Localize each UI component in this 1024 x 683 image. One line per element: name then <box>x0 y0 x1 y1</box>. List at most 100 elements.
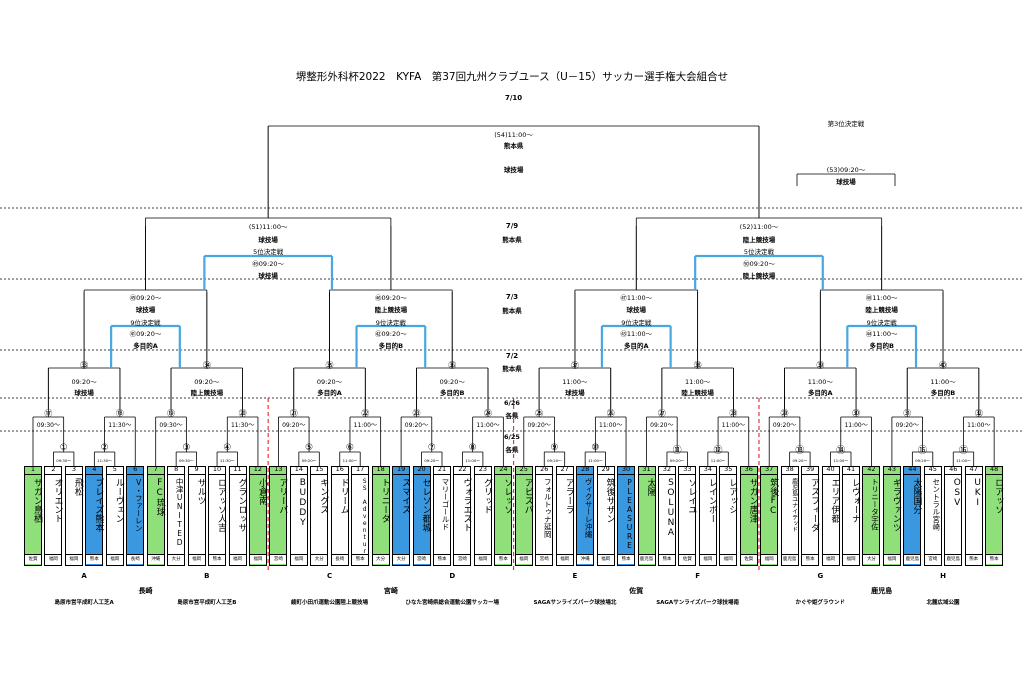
team-prefecture: 福岡 <box>597 554 614 564</box>
team-name: エリア伊都 <box>829 478 840 523</box>
match-time: ㊹11:00～ <box>865 330 898 338</box>
venue-name: SAGAサンライズパーク球技場北 <box>533 600 617 606</box>
match-venue: 多目的B <box>439 389 465 397</box>
match-number: ⑤ <box>305 443 314 453</box>
team-number: 10 <box>208 465 227 475</box>
match-venue: 陸上競技場 <box>865 306 898 314</box>
team-name: OSV <box>952 478 963 508</box>
team-name: フォルトゥナ延岡 <box>543 478 553 538</box>
team-name: 筑後サザン <box>604 478 615 523</box>
match-time: 09:30～ <box>36 422 60 429</box>
team-name: セントラル宮崎 <box>931 478 941 531</box>
match-time: 09:20～ <box>424 458 440 463</box>
team-number: 46 <box>944 465 963 475</box>
team-name: アビスパ <box>522 478 533 514</box>
team-slot: 27 アラーラ福岡 <box>555 465 574 566</box>
team-name: SS Adventure <box>361 478 369 562</box>
team-number: 16 <box>330 465 349 475</box>
team-prefecture: 熊本 <box>658 554 675 564</box>
match-number: ㊴ <box>816 361 825 370</box>
team-name: スマイス <box>400 478 411 514</box>
match-time: 11:00～ <box>956 458 971 463</box>
match-number: ㉔ <box>484 409 492 418</box>
match-time: 09:20～ <box>547 458 562 463</box>
match-time: 09:20～ <box>650 422 674 429</box>
match-number: ㉒ <box>361 409 370 418</box>
match-time: 11:00～ <box>599 422 623 429</box>
team-number: 34 <box>698 465 717 475</box>
group-label: A <box>81 572 87 580</box>
team-name: 小倉南 <box>256 478 267 505</box>
match-time: 11:00～ <box>930 378 956 386</box>
team-prefecture: 熊本 <box>434 554 450 564</box>
region-prefecture: 長崎 <box>138 587 153 595</box>
team-name: アラーラ <box>563 478 574 514</box>
group-label: B <box>204 572 210 580</box>
team-name: グリッド <box>481 478 492 514</box>
match-time: 11:30～ <box>97 458 112 463</box>
match-number: ⑥ <box>345 443 354 453</box>
team-prefecture: 福岡 <box>843 554 859 564</box>
team-number: 29 <box>596 465 615 475</box>
match-number: ㉟ <box>325 361 334 370</box>
match-venue: 多目的B <box>930 389 956 397</box>
match-venue: 球技場 <box>258 236 278 244</box>
team-prefecture: 熊本 <box>618 554 635 564</box>
team-name: SOLUNA <box>665 478 676 538</box>
match-venue: 多目的B <box>378 342 404 350</box>
team-name: ドリーム <box>338 478 349 514</box>
match-venue: 球技場 <box>626 306 647 314</box>
match-number: ⑱ <box>115 409 124 418</box>
match-number: ⑬ <box>795 446 805 456</box>
team-name: アリーバ <box>277 478 288 514</box>
team-number: 38 <box>780 465 799 475</box>
team-number: 39 <box>801 465 820 475</box>
team-number: 47 <box>964 465 983 475</box>
team-number: 36 <box>739 465 758 475</box>
region-prefecture: 宮崎 <box>383 587 398 595</box>
team-number: 9 <box>187 465 206 475</box>
page-title: 堺整形外科杯2022 KYFA 第37回九州クラブユース（U－15）サッカー選手… <box>295 71 729 83</box>
team-name: ブレイズ熊本 <box>93 478 104 532</box>
team-prefecture: 福岡 <box>249 554 266 564</box>
match-number: ⑨ <box>550 443 559 453</box>
match-time: 11:00～ <box>710 458 726 463</box>
placement-label: 9位決定戦 <box>375 319 406 327</box>
team-number: 27 <box>555 465 574 475</box>
team-prefecture: 福岡 <box>556 554 573 564</box>
match-time: ㊷09:20～ <box>375 330 407 338</box>
match-time: 09:20～ <box>895 422 919 429</box>
team-name: 飛松 <box>72 478 83 496</box>
round-date: 7/10 <box>504 94 523 102</box>
team-name: ギラヴァンツ <box>890 478 901 532</box>
team-prefecture: 佐賀 <box>25 554 41 564</box>
team-number: 14 <box>289 465 308 475</box>
match-time: 09:20～ <box>772 422 797 429</box>
team-name: キングス <box>318 478 329 514</box>
team-prefecture: 鹿児島 <box>945 554 962 564</box>
match-venue: 球技場 <box>135 306 156 314</box>
match-time: 09:20～ <box>71 378 97 386</box>
round-prefecture: 熊本県 <box>503 142 524 150</box>
team-number: 25 <box>514 465 533 475</box>
team-number: 42 <box>862 465 881 475</box>
match-time: 11:00～ <box>342 458 358 463</box>
team-name: 筑後FC <box>768 478 779 516</box>
team-number: 24 <box>494 465 513 475</box>
team-number: 37 <box>760 465 779 475</box>
